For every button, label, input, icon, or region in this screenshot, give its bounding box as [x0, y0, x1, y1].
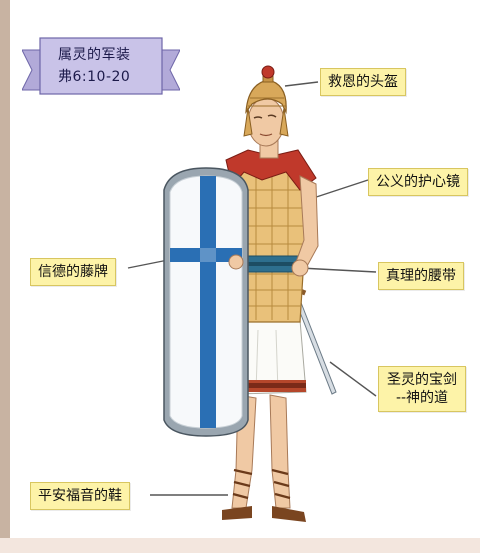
title-banner: 属灵的军装 弗6:10-20: [21, 32, 181, 102]
frame-bottom-edge: [0, 538, 480, 553]
breastplate-armor: [237, 169, 307, 323]
banner-line-2: 弗6:10-20: [58, 69, 131, 85]
label-helmet: 救恩的头盔: [320, 68, 406, 96]
label-shoes: 平安福音的鞋: [30, 482, 130, 510]
right-arm: [291, 175, 319, 277]
banner-shape: [21, 37, 181, 95]
shield: [163, 167, 249, 437]
label-sword: 圣灵的宝剑 --神的道: [378, 366, 466, 412]
label-sword-line-1: 圣灵的宝剑: [387, 372, 457, 388]
helmet: [243, 65, 289, 137]
banner-title-text: 属灵的军装 弗6:10-20: [58, 44, 144, 88]
label-sword-line-2: --神的道: [395, 390, 449, 406]
left-hand: [228, 254, 244, 270]
frame-left-edge: [0, 0, 10, 553]
banner-line-1: 属灵的军装: [58, 47, 131, 63]
label-belt: 真理的腰带: [378, 262, 464, 290]
label-shield: 信德的藤牌: [30, 258, 116, 286]
label-breastplate: 公义的护心镜: [368, 168, 468, 196]
head: [247, 97, 285, 159]
